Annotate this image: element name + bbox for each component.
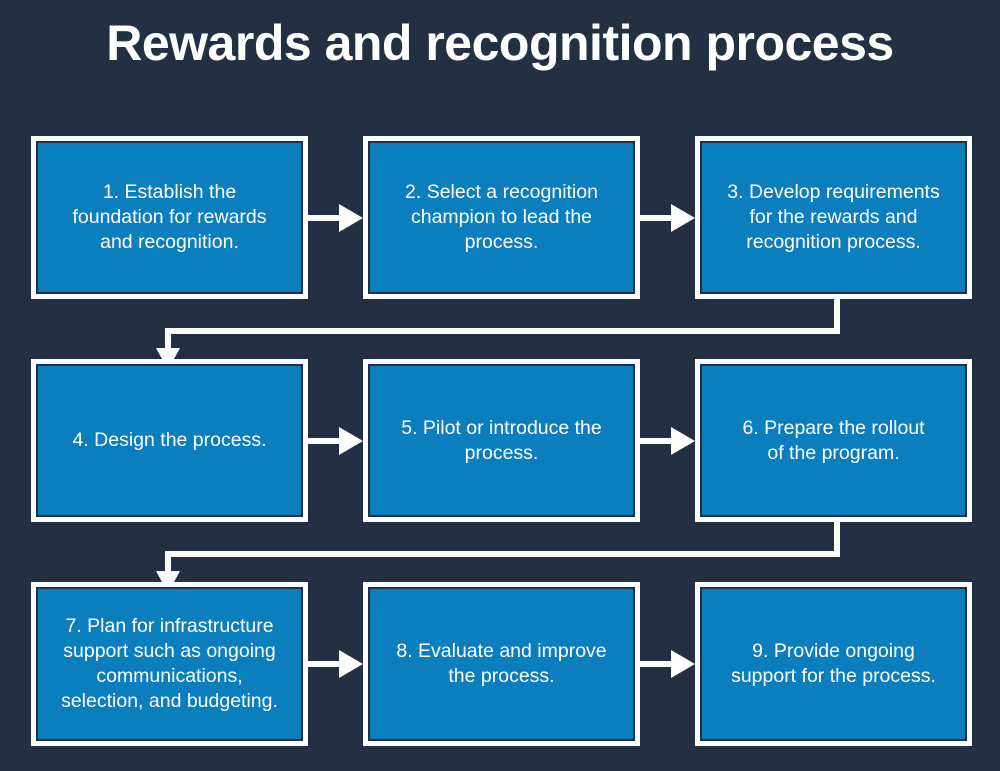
flow-node-2-label: 2. Select a recognition champion to lead…: [405, 181, 598, 253]
flow-node-6[interactable]: 6. Prepare the rollout of the program.: [695, 359, 972, 522]
arrow-right-icon-1-to-2: [307, 201, 363, 235]
flow-node-8-label: 8. Evaluate and improve the process.: [396, 640, 607, 687]
flow-node-5[interactable]: 5. Pilot or introduce the process.: [363, 359, 640, 522]
flow-node-8[interactable]: 8. Evaluate and improve the process.: [363, 582, 640, 746]
flow-node-9-label: 9. Provide ongoing support for the proce…: [731, 640, 936, 687]
arrow-head: [339, 427, 363, 455]
connector-segment-down-right: [834, 296, 840, 334]
arrow-right-icon-5-to-6: [639, 424, 695, 458]
connector-segment-horizontal: [165, 551, 840, 557]
arrow-shaft: [307, 438, 347, 444]
arrow-head: [671, 650, 695, 678]
flow-node-1[interactable]: 1. Establish the foundation for rewards …: [31, 136, 308, 299]
connector-segment-down-left: [165, 328, 171, 352]
flow-node-5-label: 5. Pilot or introduce the process.: [401, 416, 602, 464]
arrow-shaft: [307, 661, 347, 667]
arrow-head: [671, 427, 695, 455]
flow-node-9[interactable]: 9. Provide ongoing support for the proce…: [695, 582, 972, 746]
flow-node-4[interactable]: 4. Design the process.: [31, 359, 308, 522]
arrow-shaft: [639, 438, 679, 444]
connector-segment-horizontal: [165, 328, 840, 334]
arrow-head: [671, 204, 695, 232]
flow-node-3-label: 3. Develop requirements for the rewards …: [727, 181, 940, 253]
arrow-right-icon-4-to-5: [307, 424, 363, 458]
arrow-shaft: [639, 661, 679, 667]
arrow-head: [339, 204, 363, 232]
connector-segment-down-right: [834, 519, 840, 557]
arrow-shaft: [639, 215, 679, 221]
flow-node-7[interactable]: 7. Plan for infrastructure support such …: [31, 582, 308, 746]
arrow-right-icon-2-to-3: [639, 201, 695, 235]
flow-node-1-label: 1. Establish the foundation for rewards …: [72, 181, 267, 253]
connector-segment-down-left: [165, 551, 171, 575]
arrow-right-icon-8-to-9: [639, 647, 695, 681]
flow-node-4-label: 4. Design the process.: [72, 429, 267, 451]
arrow-right-icon-7-to-8: [307, 647, 363, 681]
arrow-shaft: [307, 215, 347, 221]
flow-node-7-label: 7. Plan for infrastructure support such …: [61, 615, 278, 712]
flow-node-3[interactable]: 3. Develop requirements for the rewards …: [695, 136, 972, 299]
arrow-head: [339, 650, 363, 678]
page-title: Rewards and recognition process: [106, 15, 894, 71]
flow-node-2[interactable]: 2. Select a recognition champion to lead…: [363, 136, 640, 299]
flow-node-6-label: 6. Prepare the rollout of the program.: [742, 416, 925, 464]
